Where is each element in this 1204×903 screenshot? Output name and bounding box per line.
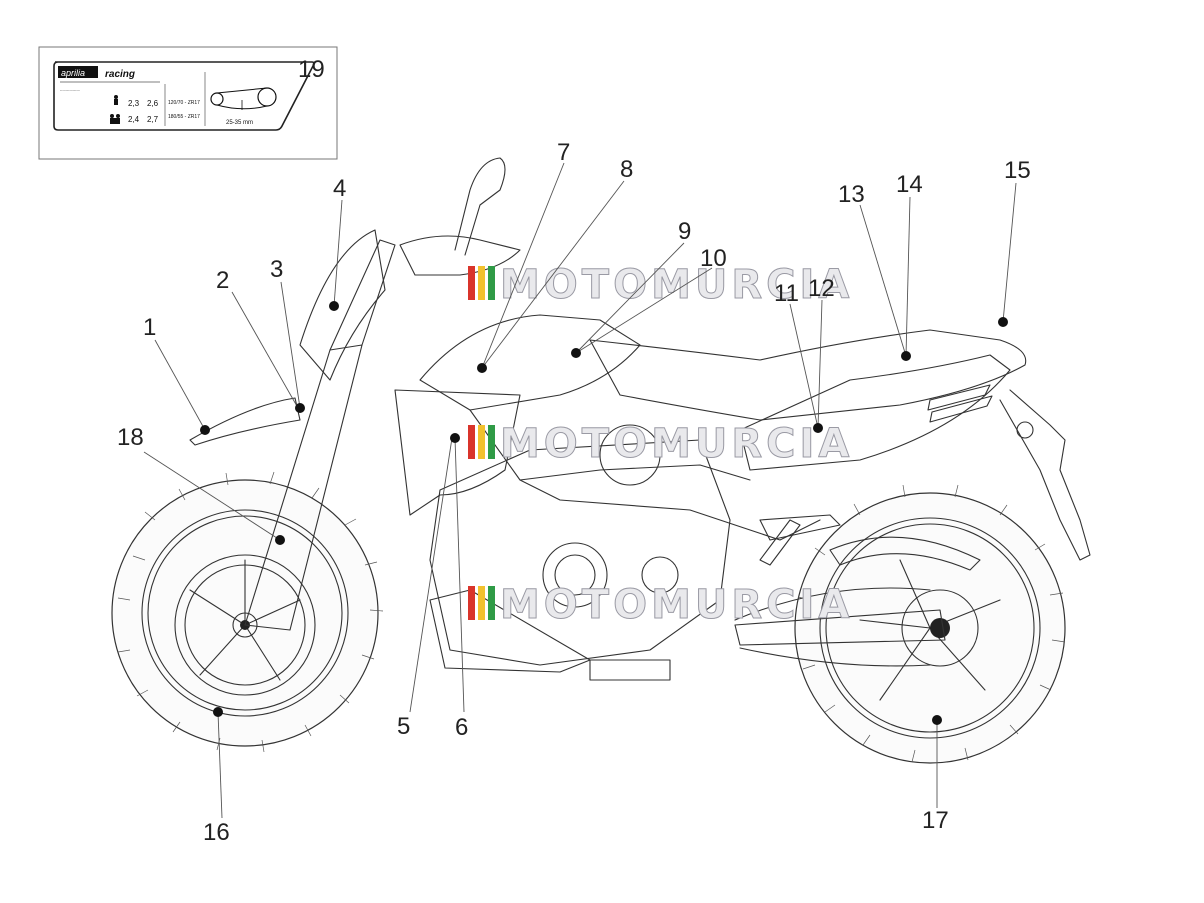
callout-4: 4: [333, 175, 346, 202]
sump-guard: [429, 589, 591, 673]
rear-shock: [759, 519, 801, 566]
pressure-row2-left: 2,4: [128, 115, 140, 124]
callout-7: 7: [557, 139, 570, 166]
label-series: racing: [105, 69, 135, 80]
chain-slack: 25-35 mm: [226, 120, 253, 126]
motorcycle-drawing: [111, 157, 1091, 764]
front-fender: [189, 397, 301, 446]
engine-block: [429, 439, 731, 666]
rear-wheel: [794, 484, 1066, 764]
tyre-rear-size: 180/55 - ZR17: [168, 114, 200, 120]
callout-11: 11: [774, 280, 799, 307]
license-bracket: [999, 389, 1091, 561]
chain: [734, 587, 931, 667]
callout-19: 19: [298, 56, 325, 83]
callout-1: 1: [143, 314, 156, 341]
svg-text:MOTOMURCIA: MOTOMURCIA: [500, 262, 853, 308]
callout-15: 15: [1004, 157, 1031, 184]
callout-12: 12: [808, 275, 835, 302]
side-panel: [394, 389, 521, 516]
callout-13: 13: [838, 181, 865, 208]
callout-2: 2: [216, 267, 229, 294]
brand-box: [58, 66, 98, 78]
callout-14: 14: [896, 171, 923, 198]
footpeg: [759, 514, 841, 541]
rear-grille: [927, 384, 993, 423]
pressure-row2-right: 2,7: [147, 115, 159, 124]
callout-3: 3: [270, 256, 283, 283]
callout-17: 17: [922, 807, 949, 834]
tank: [419, 314, 641, 411]
decal-label-19: [53, 61, 315, 131]
swingarm: [734, 609, 946, 646]
rider-icon: [110, 95, 120, 124]
callout-numbers: 1 2 3 4 5 6 7 8 9 10 11 12 13 14 15 16 1…: [117, 56, 1031, 846]
chain-diagram-icon: [210, 87, 277, 110]
tyre-front-size: 120/70 - ZR17: [168, 100, 200, 106]
watermark-top: MOTOMURCIA: [468, 262, 853, 309]
callout-16: 16: [203, 819, 230, 846]
label-brand: aprilia: [61, 68, 85, 78]
callout-9: 9: [678, 218, 691, 245]
leader-lines: [143, 162, 1017, 819]
leader-dots: [200, 301, 1008, 725]
pressure-row1-right: 2,6: [147, 99, 159, 108]
watermark-group: MOTOMURCIA MOTOMURCIA MOTOMURCIA: [468, 262, 853, 629]
label-inset: aprilia racing ----------------- 2,3 2,6…: [38, 46, 338, 160]
seat: [589, 329, 1027, 421]
watermark-bottom: MOTOMURCIA: [468, 582, 853, 629]
svg-text:MOTOMURCIA: MOTOMURCIA: [500, 582, 853, 628]
headlight-fairing: [299, 229, 386, 381]
svg-text:MOTOMURCIA: MOTOMURCIA: [500, 421, 853, 467]
rear-fender: [829, 536, 981, 571]
tail-panel: [739, 354, 1011, 471]
callout-10: 10: [700, 245, 727, 272]
callout-5: 5: [397, 713, 410, 740]
svg-text:-----------------: -----------------: [60, 88, 81, 92]
callout-8: 8: [620, 156, 633, 183]
callout-18: 18: [117, 424, 144, 451]
front-wheel: [111, 471, 384, 753]
mirror: [454, 157, 506, 256]
exhaust: [589, 659, 671, 681]
watermark-middle: MOTOMURCIA: [468, 421, 853, 468]
callout-6: 6: [455, 714, 468, 741]
pressure-row1-left: 2,3: [128, 99, 140, 108]
